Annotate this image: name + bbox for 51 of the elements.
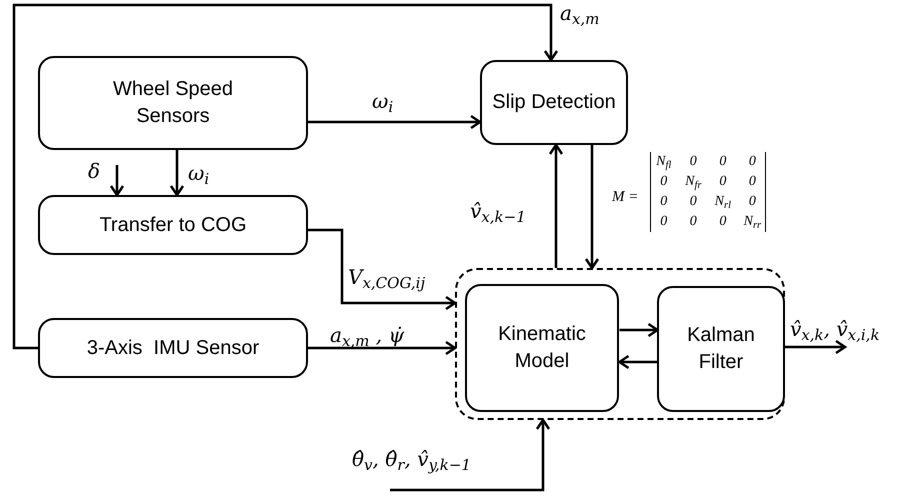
edge-label: ω$_{i}$ <box>188 160 210 186</box>
matrix-entry: 0 <box>659 193 668 211</box>
arrow <box>390 418 550 492</box>
box-label: Transfer to COG <box>99 212 247 238</box>
matrix-entry: 0 <box>688 153 698 171</box>
arrow <box>308 340 456 356</box>
arrow <box>618 354 658 370</box>
edge-label: a$_{x,m}$ <box>560 0 600 26</box>
process-box <box>38 56 308 150</box>
arrow <box>110 165 124 196</box>
matrix-entry: 0 <box>688 213 698 231</box>
arrow <box>785 340 846 354</box>
arrow <box>620 322 659 338</box>
matrix-entry: N$_{fr}$ <box>684 173 702 192</box>
arrow <box>170 150 184 196</box>
matrix-entry: 0 <box>718 153 728 171</box>
edge-label: a$_{x,m}$ , ψ̇ <box>330 322 404 348</box>
matrix-entry: N$_{rl}$ <box>714 193 732 212</box>
box-label: Kalman Filter <box>686 323 756 375</box>
process-box <box>480 60 628 145</box>
box-label: Slip Detection <box>492 90 616 115</box>
process-box <box>657 286 785 412</box>
box-label: Kinematic Model <box>497 322 587 374</box>
arrow <box>12 4 558 350</box>
matrix-entry: 0 <box>748 173 757 191</box>
arrow <box>584 145 600 270</box>
process-box <box>38 195 308 255</box>
matrix-entry: N$_{rr}$ <box>744 213 762 232</box>
matrix-entry: 0 <box>748 193 757 211</box>
box-label: Wheel Speed Sensors <box>112 77 234 129</box>
matrix-label: M = <box>612 188 638 207</box>
process-box <box>38 318 308 378</box>
dashed-group-box <box>455 268 785 420</box>
edge-label: ω$_{i}$ <box>372 88 394 114</box>
edge-label: v̂$_{x,k−1}$ <box>470 198 526 224</box>
matrix-entry: 0 <box>748 153 757 171</box>
matrix-entry: 0 <box>688 193 698 211</box>
matrix-entry: 0 <box>659 213 668 231</box>
arrow <box>308 228 456 310</box>
matrix-entry: 0 <box>718 213 728 231</box>
edge-label: θ̂$_{v}$, θ̂$_{r}$, v̂$_{y,k−1}$ <box>352 446 471 472</box>
edge-label: V$_{x,COG,ij}$ <box>348 264 426 290</box>
arrow <box>548 144 564 268</box>
edge-label: v̂$_{x,k}$, v̂$_{x,i,k}$ <box>790 316 880 342</box>
matrix-entry: 0 <box>718 173 728 191</box>
matrix-entry: N$_{fl}$ <box>655 153 672 172</box>
arrow <box>308 114 482 130</box>
process-box <box>465 284 619 412</box>
edge-label: δ <box>88 158 100 184</box>
box-label: 3-Axis IMU Sensor <box>86 336 260 360</box>
matrix-entry: 0 <box>659 173 668 191</box>
